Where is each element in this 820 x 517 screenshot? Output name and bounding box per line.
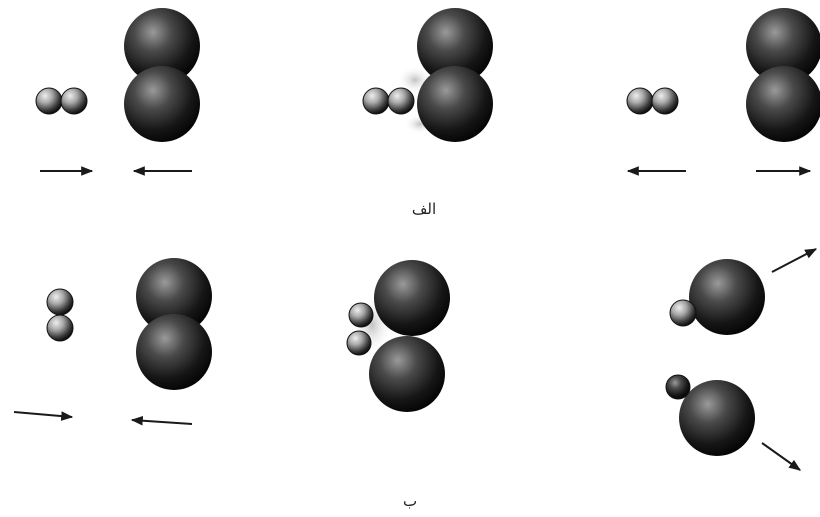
caption-a: الف: [412, 200, 436, 218]
large-molecule: [136, 258, 212, 390]
small-atom: [388, 88, 414, 114]
small-atom: [627, 88, 653, 114]
panel-b2: [347, 260, 450, 412]
velocity-arrow-left: [132, 420, 192, 424]
small-atom: [61, 88, 87, 114]
large-atom: [369, 336, 445, 412]
caption-b: ب: [403, 492, 417, 510]
velocity-arrow-right: [14, 412, 72, 417]
panel-b1: [14, 258, 212, 424]
large-atom: [417, 66, 493, 142]
small-atom: [36, 88, 62, 114]
large-atom: [136, 314, 212, 390]
small-atom: [47, 289, 73, 315]
small-atom: [652, 88, 678, 114]
small-molecule: [47, 289, 73, 341]
large-atom: [689, 259, 765, 335]
small-atom: [363, 88, 389, 114]
large-molecule: [746, 8, 820, 142]
small-atom: [670, 300, 696, 326]
small-atom: [666, 375, 690, 399]
small-molecule: [36, 88, 87, 114]
small-atom: [47, 315, 73, 341]
panel-a2: [363, 8, 493, 142]
small-atom: [349, 303, 373, 327]
scattered-molecule-lower: [666, 375, 755, 456]
velocity-arrow-up-right: [772, 249, 816, 272]
large-atom: [124, 66, 200, 142]
panel-b3: [666, 249, 816, 470]
large-atom: [374, 260, 450, 336]
large-molecule: [124, 8, 200, 142]
scattered-molecule-upper: [670, 259, 765, 335]
large-atom: [679, 380, 755, 456]
small-molecule: [363, 88, 414, 114]
large-atom: [746, 66, 820, 142]
small-atom: [347, 331, 371, 355]
velocity-arrow-down-right: [762, 443, 800, 470]
panel-a3: [627, 8, 820, 171]
panel-a1: [36, 8, 200, 171]
small-molecule: [627, 88, 678, 114]
